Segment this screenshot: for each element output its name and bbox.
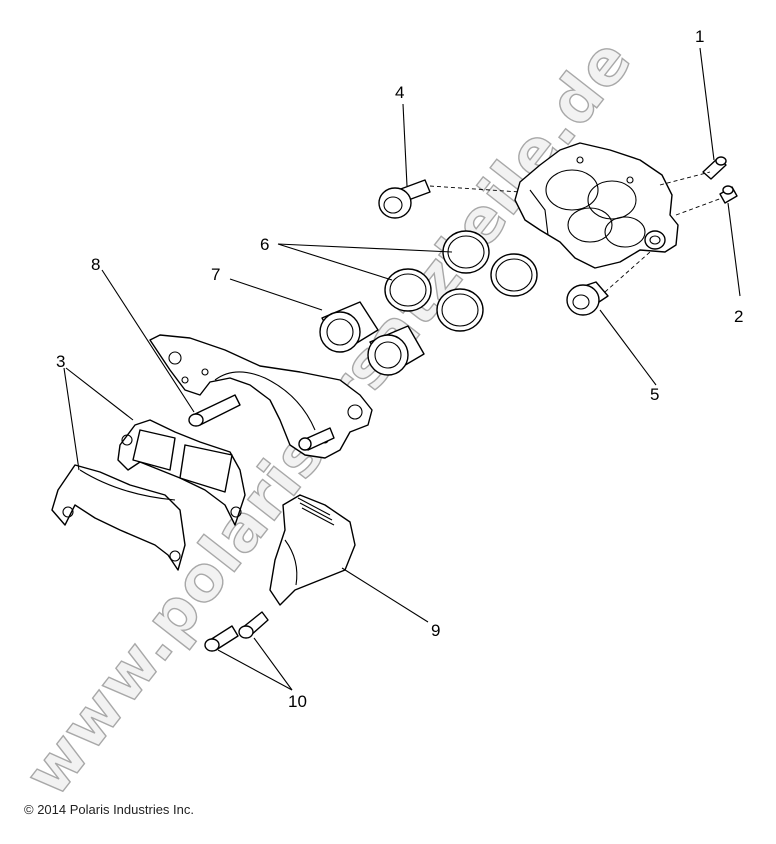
part-5-bushing <box>566 281 609 316</box>
callout-8: 8 <box>91 255 100 274</box>
callout-4: 4 <box>395 83 404 102</box>
part-8-bracket <box>149 334 373 459</box>
callout-6: 6 <box>260 235 269 254</box>
part-7-pistons <box>319 301 425 376</box>
callout-3: 3 <box>56 352 65 371</box>
callout-7: 7 <box>211 265 220 284</box>
callout-10: 10 <box>288 692 307 711</box>
callout-1: 1 <box>695 27 704 46</box>
caliper-body <box>514 142 679 269</box>
callout-9: 9 <box>431 621 440 640</box>
part-10-bolts <box>204 611 269 652</box>
part-9-mounting-plate <box>269 494 356 606</box>
callout-2: 2 <box>734 307 743 326</box>
part-6-seals <box>384 230 538 332</box>
callout-labels: 1 2 3 4 5 6 7 8 9 10 <box>56 27 743 711</box>
part-2-bleeder-cap <box>719 185 738 204</box>
leader-lines <box>63 47 741 691</box>
part-3-brake-pads <box>51 419 246 571</box>
callout-5: 5 <box>650 385 659 404</box>
copyright-text: © 2014 Polaris Industries Inc. <box>24 802 194 817</box>
part-4-bolt <box>378 179 431 219</box>
part-1-bleeder-screw <box>702 156 727 180</box>
